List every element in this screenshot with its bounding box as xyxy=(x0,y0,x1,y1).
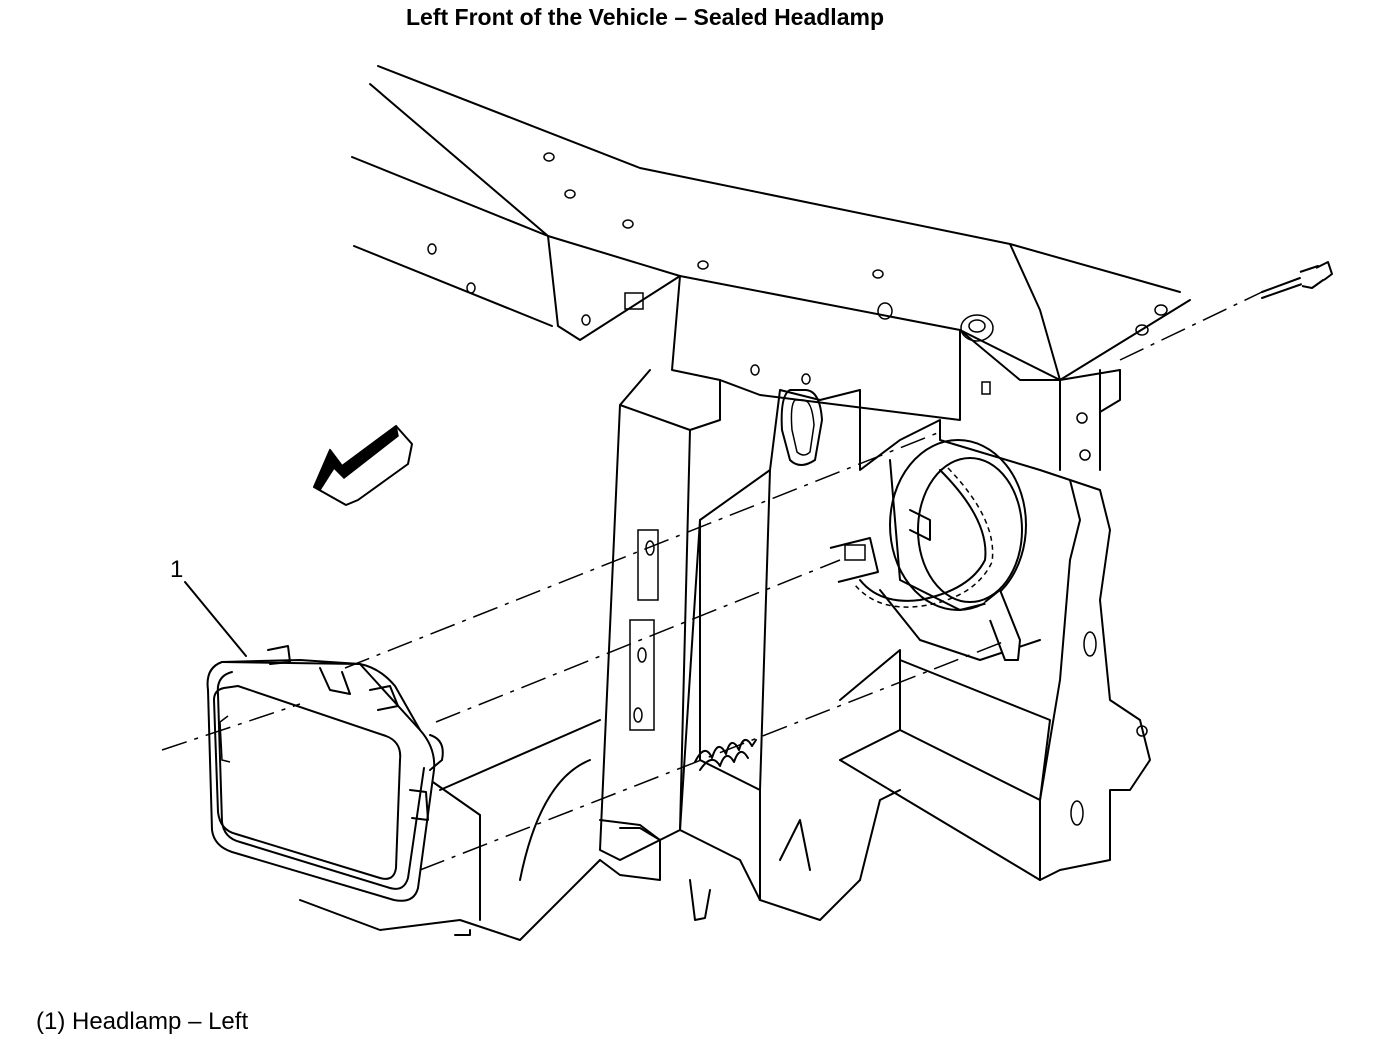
forward-arrow-icon xyxy=(313,424,413,506)
bolt-icon xyxy=(1261,261,1333,299)
callout-number-1: 1 xyxy=(170,556,184,583)
page-title: Left Front of the Vehicle – Sealed Headl… xyxy=(405,4,884,30)
headlamp-mounting-panel xyxy=(599,369,861,921)
headlamp-spring xyxy=(694,739,757,771)
headlamp-left xyxy=(206,645,444,902)
radiator-support-upper-beam xyxy=(351,65,1191,471)
callout-legend-1: (1) Headlamp – Left xyxy=(36,1008,249,1035)
headlamp-housing xyxy=(829,389,1151,881)
alignment-lines xyxy=(161,291,1263,871)
callout-1-leader xyxy=(184,581,247,657)
lower-support-structure xyxy=(299,719,601,941)
